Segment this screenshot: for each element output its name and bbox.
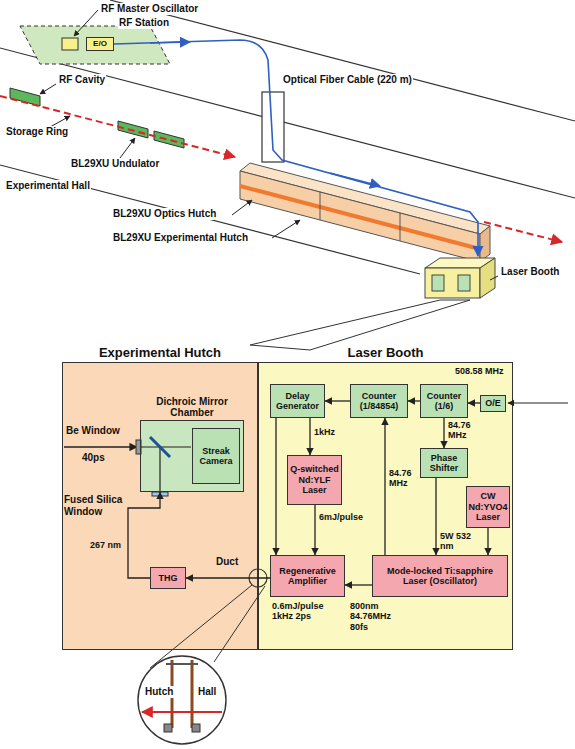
optical-fiber-arrow [150, 42, 190, 43]
annotation-label: BL29XU Experimental Hutch [112, 232, 249, 244]
box-label: Q-switched Nd:YLF Laser [290, 464, 339, 495]
process-box: Regenerative Amplifier [270, 555, 345, 597]
annotation-label: Hutch [144, 686, 174, 698]
process-box: THG [150, 567, 186, 589]
annotation-label: Laser Booth [500, 266, 560, 278]
signal-label: 1kHz [314, 427, 354, 437]
optical-fiber [114, 40, 478, 256]
annotation-label: RF Station [118, 17, 170, 29]
rf-cavity [10, 88, 40, 106]
process-box: Counter (1/6) [420, 384, 468, 418]
annotation-label: 508.58 MHz [455, 366, 504, 376]
master-oscillator-box [62, 38, 78, 50]
annotation-label: RF Cavity [58, 74, 106, 86]
storage-ring [484, 222, 562, 242]
box-label: Counter (1/84854) [353, 391, 405, 412]
process-box: Counter (1/84854) [350, 384, 408, 418]
annotation-label: Duct [216, 556, 238, 568]
signal-label: 5W 532 nm [440, 531, 484, 552]
annotation-label: Optical Fiber Cable (220 m) [282, 74, 413, 86]
process-box: E/O [86, 37, 114, 51]
undulator [118, 121, 148, 138]
tunnel-outline [0, 0, 575, 274]
optical-fiber-arrow [330, 173, 380, 186]
process-box: Streak Camera [192, 428, 240, 484]
region-heading: Dichroic Mirror Chamber [137, 396, 247, 418]
input-arrow [508, 402, 568, 403]
box-label: CW Nd:YVO4 Laser [469, 491, 508, 522]
annotation-label: Be Window [66, 425, 120, 437]
region-box: Dichroic Mirror ChamberStreak Camera [140, 420, 244, 492]
laser-booth-block [425, 258, 495, 298]
hutch-block [240, 163, 490, 262]
box-label: Streak Camera [195, 446, 237, 467]
box-label: O/E [485, 398, 501, 408]
box-label: THG [159, 573, 178, 583]
box-label: Phase Shifter [423, 453, 465, 474]
box-label: Mode-locked Ti:sapphire Laser (Oscillato… [375, 566, 505, 587]
annotation-label: Fused Silica Window [64, 494, 126, 517]
process-box: CW Nd:YVO4 Laser [466, 486, 510, 528]
annotation-label: Hall [197, 686, 217, 698]
process-box: O/E [480, 395, 506, 412]
process-box: Delay Generator [270, 384, 325, 418]
rf-station-area [20, 26, 170, 64]
storage-ring [0, 96, 235, 157]
signal-label: 84.76 MHz [448, 420, 482, 441]
box-label: Regenerative Amplifier [273, 566, 342, 587]
signal-label: 267 nm [90, 540, 126, 550]
region-heading: Laser Booth [239, 346, 532, 360]
signal-label: 84.76 MHz [389, 468, 421, 489]
box-label: E/O [93, 39, 107, 48]
duct-inset [138, 656, 226, 744]
region-heading: Experimental Hutch [43, 346, 277, 360]
signal-label: 0.6mJ/pulse 1kHz 2ps [272, 601, 330, 622]
annotation-label: RF Master Oscillator [100, 3, 199, 15]
annotation-label: BL29XU Undulator [70, 158, 160, 170]
annotation-label: Storage Ring [5, 126, 69, 138]
zoom-callout [250, 300, 470, 350]
box-label: Delay Generator [273, 391, 322, 412]
duct-beam [142, 711, 222, 713]
process-box: Phase Shifter [420, 448, 468, 478]
annotation-label: BL29XU Optics Hutch [112, 208, 217, 220]
process-box: Q-switched Nd:YLF Laser [287, 455, 342, 505]
leader-line [40, 10, 498, 280]
box-label: Counter (1/6) [423, 391, 465, 412]
signal-label: 800nm 84.76MHz 80fs [350, 601, 404, 632]
undulator [154, 131, 184, 148]
process-box: Mode-locked Ti:sapphire Laser (Oscillato… [372, 555, 508, 597]
signal-label: 6mJ/pulse [319, 512, 379, 522]
annotation-label: 40ps [82, 452, 105, 464]
annotation-label: Experimental Hall [5, 180, 91, 192]
